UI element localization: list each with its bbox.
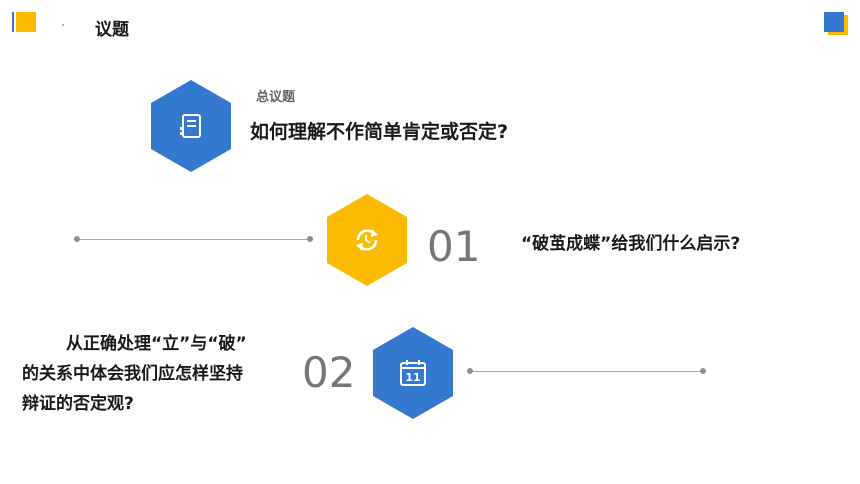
- connector-line-02: [470, 371, 703, 372]
- calendar-icon: 11: [400, 360, 426, 386]
- refresh-icon: [356, 229, 378, 251]
- item-01-hexagon: [327, 194, 407, 286]
- connector-node: [74, 236, 80, 242]
- item-02-question-line: 的关系中体会我们应怎样坚持: [22, 364, 243, 384]
- item-01-question: “破茧成蝶”给我们什么启示?: [521, 234, 741, 254]
- connector-node: [307, 236, 313, 242]
- item-02-question: 从正确处理“立”与“破” 的关系中体会我们应怎样坚持 辩证的否定观?: [22, 329, 322, 419]
- corner-decoration-top-right: [824, 12, 848, 35]
- page-title: 议题: [95, 20, 129, 40]
- item-02-question-line: 从正确处理“立”与“破”: [66, 334, 247, 354]
- item-02-hexagon: 11: [373, 327, 453, 419]
- corner-decoration-top-left: [12, 12, 36, 32]
- overall-topic-hexagon: [151, 80, 231, 172]
- calendar-day: 11: [405, 371, 420, 384]
- connector-node: [467, 368, 473, 374]
- item-02-question-line: 辩证的否定观?: [22, 394, 134, 414]
- decorative-dot: [62, 24, 64, 26]
- item-01-number: 01: [427, 222, 481, 271]
- connector-node: [700, 368, 706, 374]
- overall-topic-label: 总议题: [256, 90, 296, 105]
- overall-topic-question: 如何理解不作简单肯定或否定?: [250, 121, 509, 143]
- item-02-number: 02: [302, 348, 356, 397]
- document-icon: [180, 114, 201, 138]
- connector-line-01: [77, 239, 310, 240]
